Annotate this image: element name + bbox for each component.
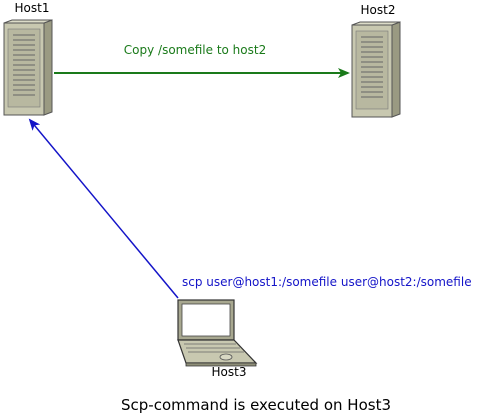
server-tower-icon [351, 21, 401, 118]
host3-node: Host3 [177, 299, 258, 379]
scp-edge [28, 118, 179, 299]
copy-edge-label: Copy /somefile to host2 [124, 43, 266, 57]
laptop-icon [177, 299, 258, 367]
server-tower-icon [3, 19, 53, 116]
host3-label: Host3 [212, 365, 247, 379]
scp-edge-label: scp user@host1:/somefile user@host2:/som… [182, 275, 472, 289]
host2-node: Host2 [351, 3, 401, 118]
host1-node: Host1 [3, 1, 53, 116]
host2-label: Host2 [361, 3, 396, 17]
host1-label: Host1 [15, 1, 50, 15]
diagram-caption: Scp-command is executed on Host3 [121, 396, 391, 414]
